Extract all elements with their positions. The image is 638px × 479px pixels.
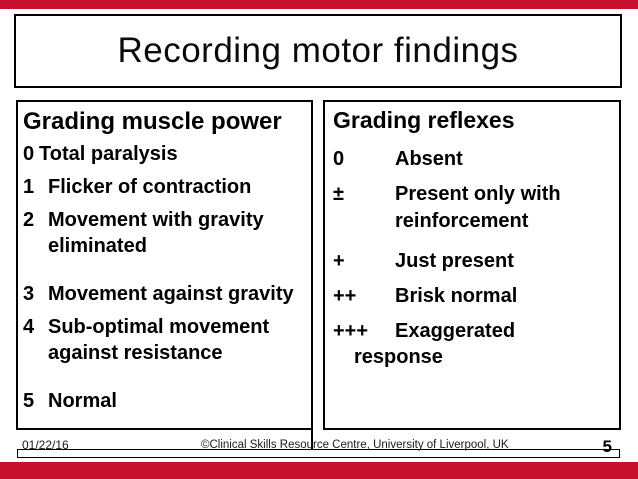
muscle-power-item: 5 Normal <box>23 388 308 414</box>
muscle-power-heading: Grading muscle power <box>23 108 282 135</box>
reflex-grade-symbol: + <box>333 250 345 272</box>
muscle-power-item: 3 Movement against gravity <box>23 281 308 307</box>
footer-date: 01/22/16 <box>22 438 69 452</box>
top-accent-bar <box>0 0 638 9</box>
reflex-grade-item: +++ Exaggerated <box>333 318 616 345</box>
column-divider-line <box>311 430 313 450</box>
reflexes-panel: Grading reflexes 0 Absent ± Present only wi… <box>323 100 621 430</box>
reflex-grade-description: Brisk normal <box>395 285 518 307</box>
bottom-accent-bar <box>0 462 638 479</box>
slide-title: Recording motor findings <box>117 31 519 70</box>
grade-description: Movement against gravity <box>48 283 294 305</box>
grade-description: Total paralysis <box>39 143 178 165</box>
reflex-grade-symbol: 0 <box>333 148 345 170</box>
reflex-grade-symbol: ± <box>333 183 344 205</box>
grade-number: 0 <box>23 143 35 165</box>
grade-description: Normal <box>48 390 117 412</box>
reflex-grade-symbol: ++ <box>333 285 357 307</box>
grade-number: 5 <box>23 390 35 412</box>
muscle-power-item: 1 Flicker of contraction <box>23 174 308 200</box>
grade-number: 1 <box>23 176 35 198</box>
grade-number: 3 <box>23 283 35 305</box>
reflex-grade-description: Just present <box>395 250 514 272</box>
slide-title-box: Recording motor findings <box>14 14 622 88</box>
reflex-grade-item: ++ Brisk normal <box>333 283 616 310</box>
reflex-grade-symbol: +++ <box>333 320 369 342</box>
grade-description: Flicker of contraction <box>48 176 252 198</box>
footer-copyright: ©Clinical Skills Resource Centre, Univer… <box>201 439 509 451</box>
grade-number: 2 <box>23 209 35 231</box>
reflex-grade-description: Absent <box>395 148 463 170</box>
page-number: 5 <box>602 437 612 456</box>
grade-number: 4 <box>23 316 35 338</box>
footer-rule-box <box>17 449 620 458</box>
reflex-grade-item: 0 Absent <box>333 146 616 173</box>
reflex-grade-description: Exaggerated <box>395 320 516 342</box>
reflex-grade-item: + Just present <box>333 248 616 275</box>
reflex-grade-description-wrap: response <box>354 346 443 368</box>
reflexes-heading: Grading reflexes <box>333 107 515 133</box>
